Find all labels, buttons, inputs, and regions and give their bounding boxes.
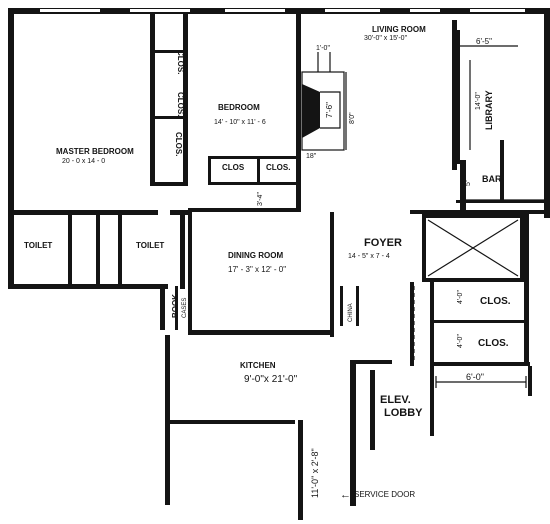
library-label: LIBRARY [484, 90, 494, 130]
living-room-dims: 30'-0" x 15'-0" [364, 35, 408, 42]
fireplace [301, 52, 347, 151]
service-door-label: SERVICE DOOR [354, 490, 415, 499]
closet-5-label: CLOS. [266, 163, 290, 172]
exterior-walls [8, 8, 550, 288]
toilet-right-label: TOILET [136, 241, 164, 250]
closet-b-dim: 4'-0" [457, 334, 464, 348]
fireplace-top-dim: 1'-0" [316, 45, 330, 52]
bar-label: BAR [482, 174, 502, 184]
library-dims: 14'-0" [475, 92, 482, 110]
service-door-arrow: ← [340, 489, 351, 501]
kitchen-label: KITCHEN [240, 361, 276, 370]
kitchen-dims: 9'-0"x 21'-0" [244, 374, 298, 385]
elev-lobby-line2: LOBBY [384, 407, 423, 419]
master-bedroom-dims: 20 - 0 x 14 - 0 [62, 158, 105, 165]
closet-3-label: CLOS. [174, 132, 183, 156]
elevator-shaft [427, 219, 519, 277]
china-label: CHINA [348, 303, 354, 322]
living-room-label: LIVING ROOM [372, 25, 426, 34]
lobby-dimension [435, 376, 527, 388]
closet-2-label: CLOS. [176, 92, 185, 116]
closet-7-label: CLOS. [478, 338, 509, 349]
passage-dim: 3'-4" [257, 192, 264, 206]
bar-dim: 5" [465, 179, 472, 186]
closet-1-label: CLOS. [176, 50, 185, 74]
elev-lobby-line1: ELEV. [380, 394, 411, 406]
library-dimension [460, 45, 518, 150]
bedroom-dims: 14' - 10" x 11' - 6 [214, 119, 266, 126]
closet-a-dim: 4'-0" [457, 290, 464, 304]
closet-6-label: CLOS. [480, 296, 511, 307]
book-label: BOOK [171, 294, 180, 318]
closet-4-label: CLOS [222, 163, 245, 172]
dining-room-label: DINING ROOM [228, 251, 283, 260]
fireplace-base-dim: 18" [306, 153, 317, 160]
master-bedroom-label: MASTER BEDROOM [56, 147, 134, 156]
dining-room-dims: 17' - 3" x 12' - 0" [228, 265, 286, 274]
book-cases-label: CASES [182, 298, 188, 318]
foyer-dims: 14 - 5" x 7 - 4 [348, 253, 390, 260]
foyer-label: FOYER [364, 237, 402, 249]
fireplace-height-dim: 8'0" [349, 112, 356, 124]
fireplace-depth-dim: 7'-6" [325, 102, 334, 118]
bedroom-label: BEDROOM [218, 103, 260, 112]
foyer-details [413, 199, 544, 360]
library-width-dim: 6'-5" [476, 37, 492, 46]
service-corridor-dim: 11'-0" x 2'-8" [310, 448, 320, 498]
lobby-width-dim: 6'-0" [466, 372, 484, 382]
toilet-left-label: TOILET [24, 241, 52, 250]
